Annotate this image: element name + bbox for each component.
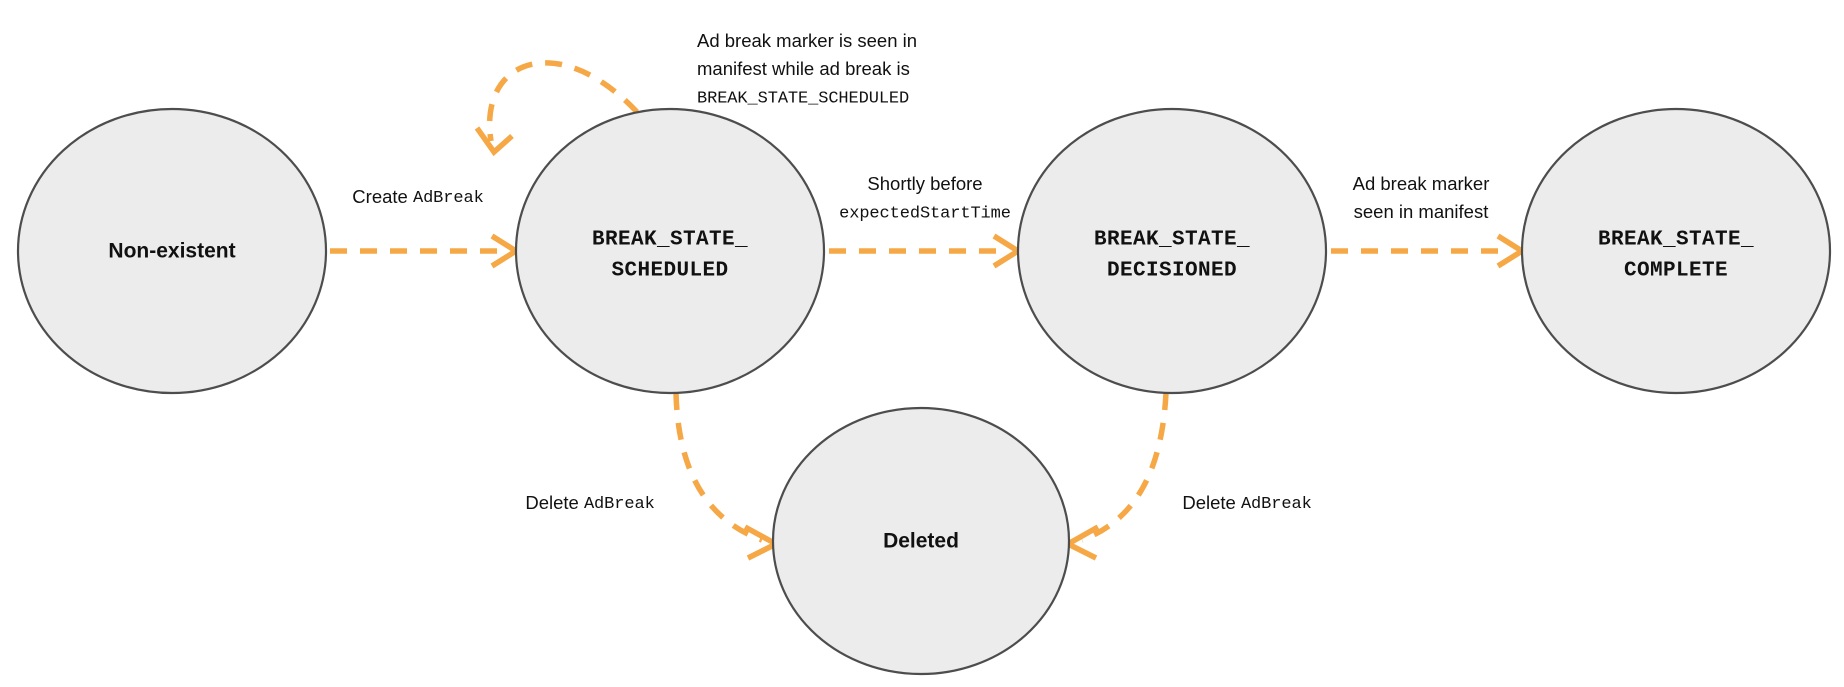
edge-label-decisioned-to-deleted: Delete AdBreak [1182,492,1311,515]
edge-decisioned-to-deleted[interactable] [1062,392,1169,561]
edge-label-scheduled-self-loop-line2: manifest while ad break is [697,58,910,79]
node-break-state-complete[interactable]: BREAK_STATE_ COMPLETE [1520,107,1832,395]
node-break-state-decisioned-shape [1016,107,1328,395]
edge-label-scheduled-self-loop-line1: Ad break marker is seen in [697,30,917,51]
edge-scheduled-to-decisioned[interactable] [829,233,1024,269]
edge-scheduled-to-deleted-line [673,392,763,543]
edge-scheduled-self-loop-line [486,60,640,142]
edge-label-scheduled-self-loop-line3: BREAK_STATE_SCHEDULED [697,89,909,108]
edge-label-decisioned-to-deleted-part-sans: Delete [1182,492,1241,513]
edge-label-decisioned-to-complete-line2: seen in manifest [1354,201,1489,222]
node-deleted-label: Deleted [883,530,959,553]
node-break-state-decisioned-label-line2: DECISIONED [1107,260,1237,283]
edge-label-scheduled-to-decisioned-line1: Shortly before [867,173,982,194]
node-break-state-complete-label-line1: BREAK_STATE_ [1598,229,1754,252]
edge-decisioned-to-deleted-line [1081,392,1169,543]
edge-label-scheduled-to-deleted-part-sans: Delete [525,492,584,513]
node-break-state-scheduled-label-line2: SCHEDULED [611,260,728,283]
edge-decisioned-to-complete-arrowhead [1496,233,1528,269]
edge-label-scheduled-to-decisioned: Shortly before expectedStartTime [839,173,1011,224]
edge-decisioned-to-complete[interactable] [1331,233,1528,269]
node-non-existent-label: Non-existent [108,240,235,263]
edge-label-scheduled-to-deleted: Delete AdBreak [525,492,654,515]
edge-label-create-adbreak-part-sans: Create [352,186,413,207]
node-break-state-scheduled-shape [514,107,826,395]
node-break-state-complete-label-line2: COMPLETE [1624,260,1728,283]
node-deleted[interactable]: Deleted [771,406,1071,676]
edge-label-decisioned-to-deleted-part-mono: AdBreak [1241,495,1312,514]
node-break-state-scheduled-label-line1: BREAK_STATE_ [592,229,748,252]
edge-label-scheduled-to-decisioned-line2: expectedStartTime [839,204,1011,223]
edge-label-create-adbreak: Create AdBreak [352,186,483,209]
edge-scheduled-self-loop[interactable] [474,60,640,157]
edge-label-decisioned-to-complete: Ad break marker seen in manifest [1353,173,1490,222]
node-deleted-shape [771,406,1071,676]
edge-scheduled-to-deleted-arrowhead [743,524,782,561]
edge-scheduled-self-loop-arrowhead [474,126,514,157]
edge-create-adbreak[interactable] [330,233,522,269]
node-break-state-decisioned-label-line1: BREAK_STATE_ [1094,229,1250,252]
node-break-state-scheduled[interactable]: BREAK_STATE_ SCHEDULED [514,107,826,395]
node-break-state-decisioned[interactable]: BREAK_STATE_ DECISIONED [1016,107,1328,395]
node-non-existent[interactable]: Non-existent [16,107,328,395]
edge-label-create-adbreak-part-mono: AdBreak [413,189,484,208]
edge-scheduled-to-deleted[interactable] [673,392,782,561]
edge-label-scheduled-self-loop: Ad break marker is seen in manifest whil… [697,30,917,109]
edge-label-scheduled-to-deleted-part-mono: AdBreak [584,495,655,514]
node-break-state-complete-shape [1520,107,1832,395]
node-non-existent-shape [16,107,328,395]
edge-scheduled-to-decisioned-arrowhead [992,233,1024,269]
edge-label-decisioned-to-complete-line1: Ad break marker [1353,173,1490,194]
